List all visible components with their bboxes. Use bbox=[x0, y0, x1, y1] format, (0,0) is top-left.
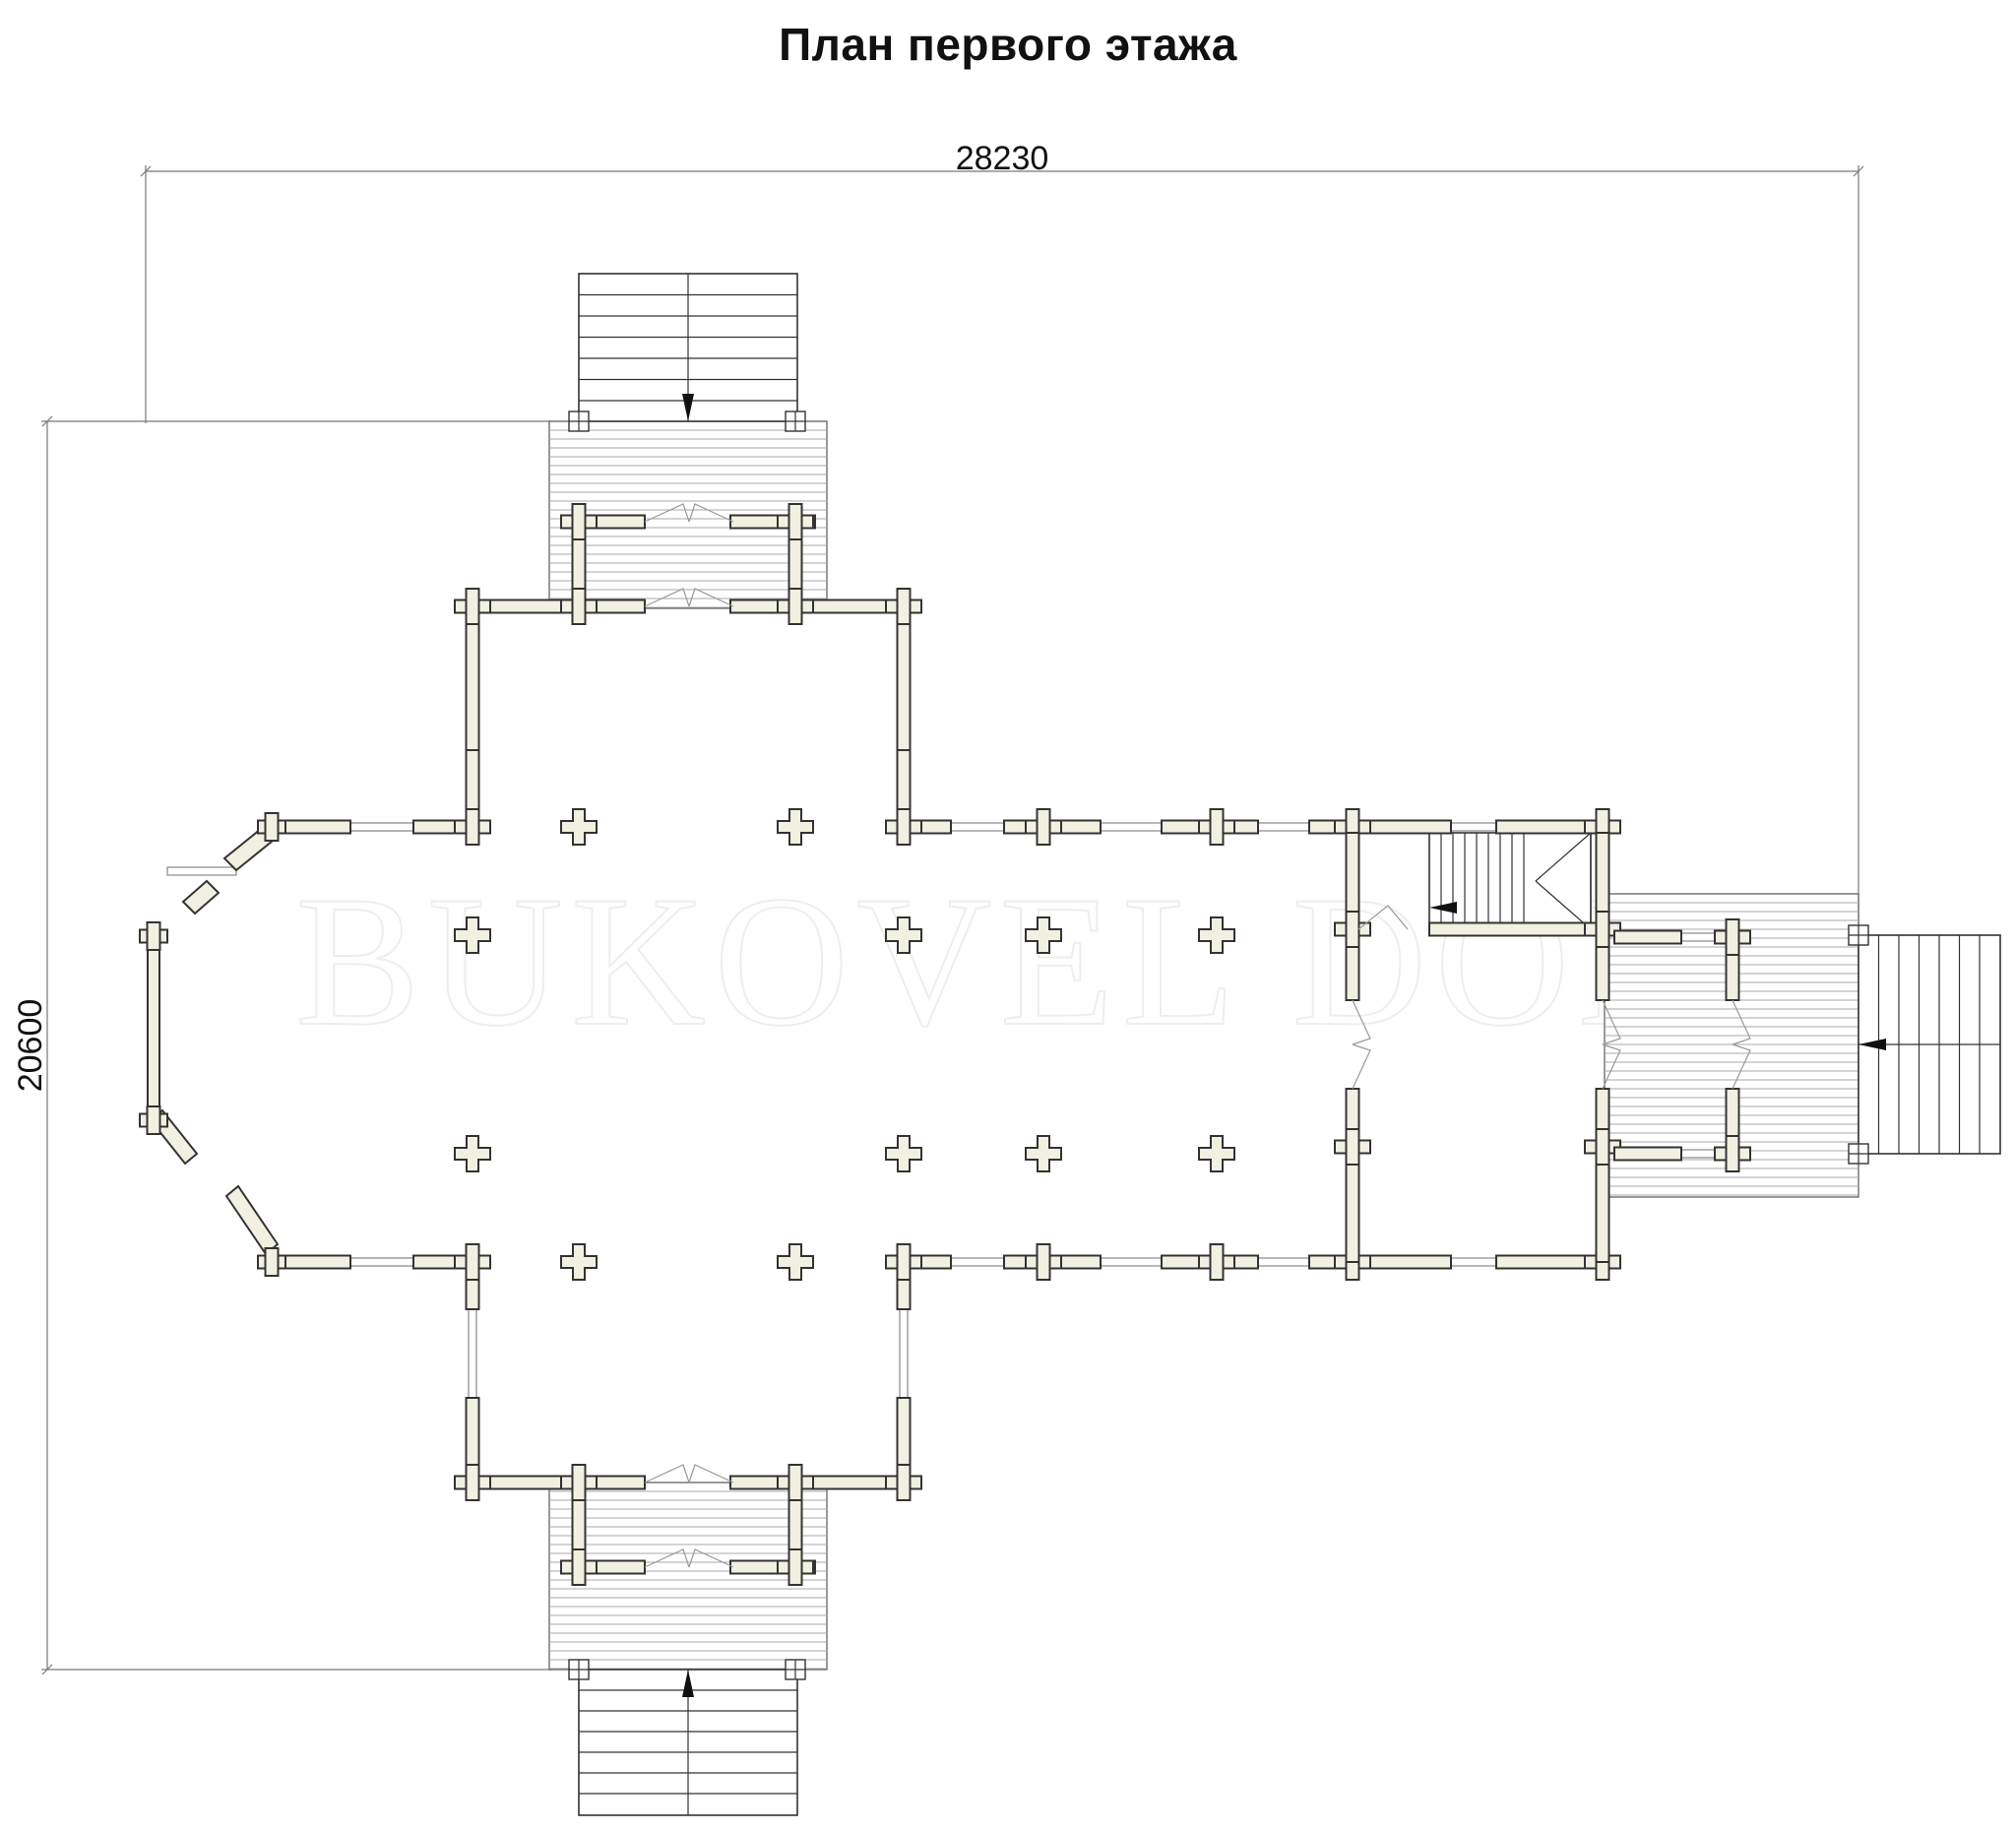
dimension-width-label: 28230 bbox=[956, 140, 1049, 177]
internal-staircase bbox=[1428, 832, 1592, 930]
porch-north bbox=[548, 273, 828, 609]
entry-arrow-east bbox=[1858, 1039, 1886, 1050]
dimension-height: 20600 bbox=[12, 415, 551, 1675]
page-title: План первого этажа bbox=[779, 19, 1237, 70]
dimension-height-label: 20600 bbox=[12, 999, 49, 1093]
stair-arrow bbox=[1429, 902, 1457, 914]
entry-arrow-south bbox=[682, 1670, 694, 1697]
porch-south bbox=[548, 1482, 828, 1816]
entry-arrow-north bbox=[682, 394, 694, 421]
dimension-width: 28230 bbox=[140, 140, 1864, 925]
